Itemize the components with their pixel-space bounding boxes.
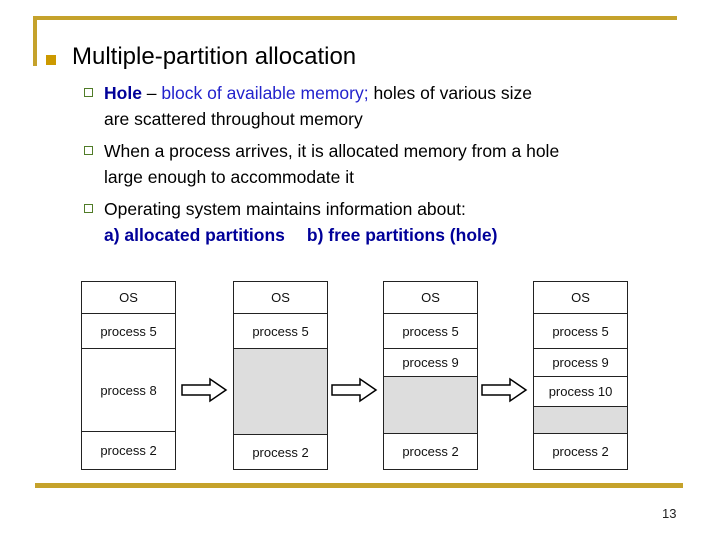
memory-cell-os: OS [234,282,327,314]
memory-column-stage-3: OS process 5 process 9 process 2 [383,281,478,470]
top-accent-line [33,16,677,20]
memory-cell-process-9: process 9 [384,349,477,377]
allocated-partitions-label: a) allocated partitions [104,225,285,245]
memory-cell-process-2: process 2 [100,443,157,458]
memory-cell-process-2: process 2 [252,444,309,460]
free-partitions-label: b) free partitions (hole) [306,225,498,245]
bullet-text: Operating system maintains information a… [104,196,497,248]
memory-column-stage-1: OS process 5 process 8 process 2 [81,281,176,470]
memory-cell-hole [534,407,627,434]
right-arrow-icon [181,377,228,403]
dash: – [141,83,162,103]
memory-cell-process-5: process 5 [234,314,327,349]
square-bullet-icon [84,146,93,155]
memory-cell-os: OS [384,282,477,314]
square-bullet-icon [84,88,93,97]
bullet-line: large enough to accommodate it [104,167,355,187]
bullet-line: Operating system maintains information a… [104,199,466,219]
memory-column-stage-2: OS process 5 process 2 [233,281,328,470]
bullet-line: a) allocated partitions b) free partition… [104,222,497,248]
memory-cell-process-9: process 9 [534,349,627,377]
memory-cell-process-5: process 5 [534,314,627,349]
left-accent-line [33,16,37,66]
memory-column-stage-4: OS process 5 process 9 process 10 proces… [533,281,628,470]
hole-definition: block of available memory; [161,83,369,103]
bullet-item-os-info: Operating system maintains information a… [84,196,664,248]
memory-cell-process-8: process 8 [82,349,175,432]
bottom-accent-line [35,483,683,488]
bullet-item-hole: Hole – block of available memory; holes … [84,80,664,132]
bullet-item-process-arrives: When a process arrives, it is allocated … [84,138,664,190]
right-arrow-icon [481,377,528,403]
memory-cell-process-2: process 2 [552,444,609,459]
term-hole: Hole [104,83,142,103]
line1-rest: holes of various size [368,83,532,103]
square-bullet-icon [84,204,93,213]
page-number: 13 [662,506,677,521]
memory-cell-hole [234,349,327,435]
memory-cell-process-5: process 5 [384,314,477,349]
bullet-text: When a process arrives, it is allocated … [104,138,559,190]
slide-title: Multiple-partition allocation [72,43,357,70]
memory-cell-process-10: process 10 [534,377,627,407]
bullet-list: Hole – block of available memory; holes … [84,80,664,254]
memory-cell-process-5: process 5 [82,314,175,349]
bullet-line: When a process arrives, it is allocated … [104,141,560,161]
memory-cell-process-2: process 2 [402,444,459,459]
title-bullet-icon [46,55,56,65]
right-arrow-icon [331,377,378,403]
bullet-line: Hole – block of available memory; holes … [104,80,532,106]
bullet-line: are scattered throughout memory [104,109,363,129]
memory-cell-os: OS [82,282,175,314]
memory-cell-hole [384,377,477,434]
bullet-text: Hole – block of available memory; holes … [104,80,532,132]
memory-cell-os: OS [534,282,627,314]
